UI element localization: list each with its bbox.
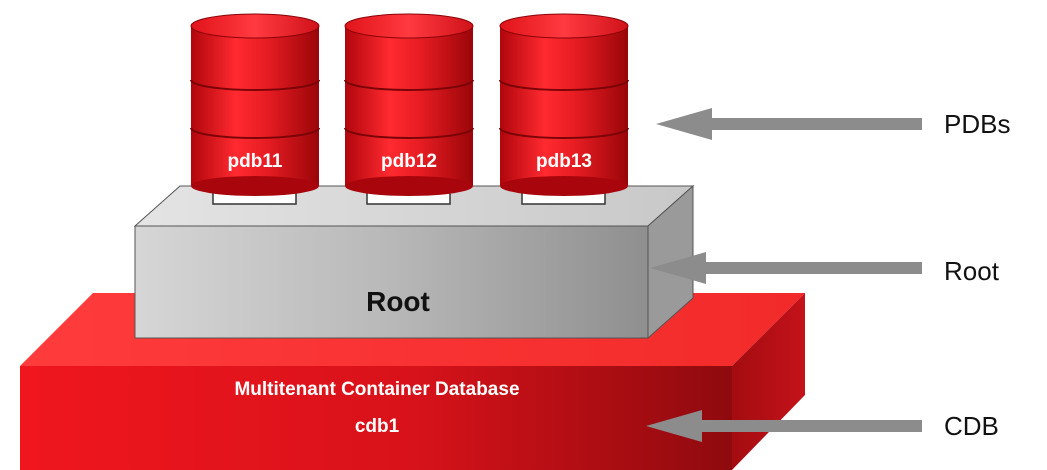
pdb-name: pdb11	[228, 151, 283, 172]
pdb-cylinder-body	[345, 26, 473, 186]
pdb-cylinder-band	[190, 79, 320, 91]
pdb-cylinder-band	[190, 127, 320, 139]
root-label: Root	[366, 286, 430, 317]
arrow-left-icon	[656, 108, 922, 140]
cdb-title: Multitenant Container Database	[234, 379, 519, 400]
pdb-name: pdb13	[536, 151, 592, 172]
pdb-cylinder-bottom	[345, 176, 473, 196]
pdb-cylinder-body	[500, 26, 628, 186]
arrow-cdb	[646, 410, 922, 442]
pdb-cylinder-band	[344, 79, 474, 91]
cdb-slab-front	[20, 366, 732, 470]
side-label-cdb: CDB	[944, 411, 999, 441]
pdb-cylinder-top	[344, 13, 474, 39]
side-label-pdbs: PDBs	[944, 109, 1010, 139]
pdb-cylinder: pdb13	[499, 13, 629, 205]
pdb-cylinder-bottom	[500, 176, 628, 196]
root-slab-front	[134, 225, 649, 339]
pdb-cylinder: pdb11	[190, 13, 320, 205]
arrow-left-icon	[650, 252, 922, 284]
pdb-cylinder-top	[190, 13, 320, 39]
arrow-pdbs	[656, 108, 922, 140]
pdb-cylinder-band	[499, 79, 629, 91]
pdb-cylinder: pdb12	[344, 13, 474, 205]
pdb-cylinder-band	[344, 127, 474, 139]
pdb-cylinder-body	[191, 26, 319, 186]
pdb-cylinder-bottom	[191, 176, 319, 196]
arrow-left-icon	[646, 410, 922, 442]
cdb-name: cdb1	[355, 416, 400, 437]
pdb-cylinder-band	[499, 127, 629, 139]
pdb-group: pdb11 pdb12 pdb13	[190, 13, 629, 205]
pdb-name: pdb12	[381, 151, 437, 172]
root-slab: Root	[133, 184, 695, 340]
pdb-cylinder-top	[499, 13, 629, 39]
arrow-root	[650, 252, 922, 284]
side-label-root: Root	[944, 256, 1000, 286]
